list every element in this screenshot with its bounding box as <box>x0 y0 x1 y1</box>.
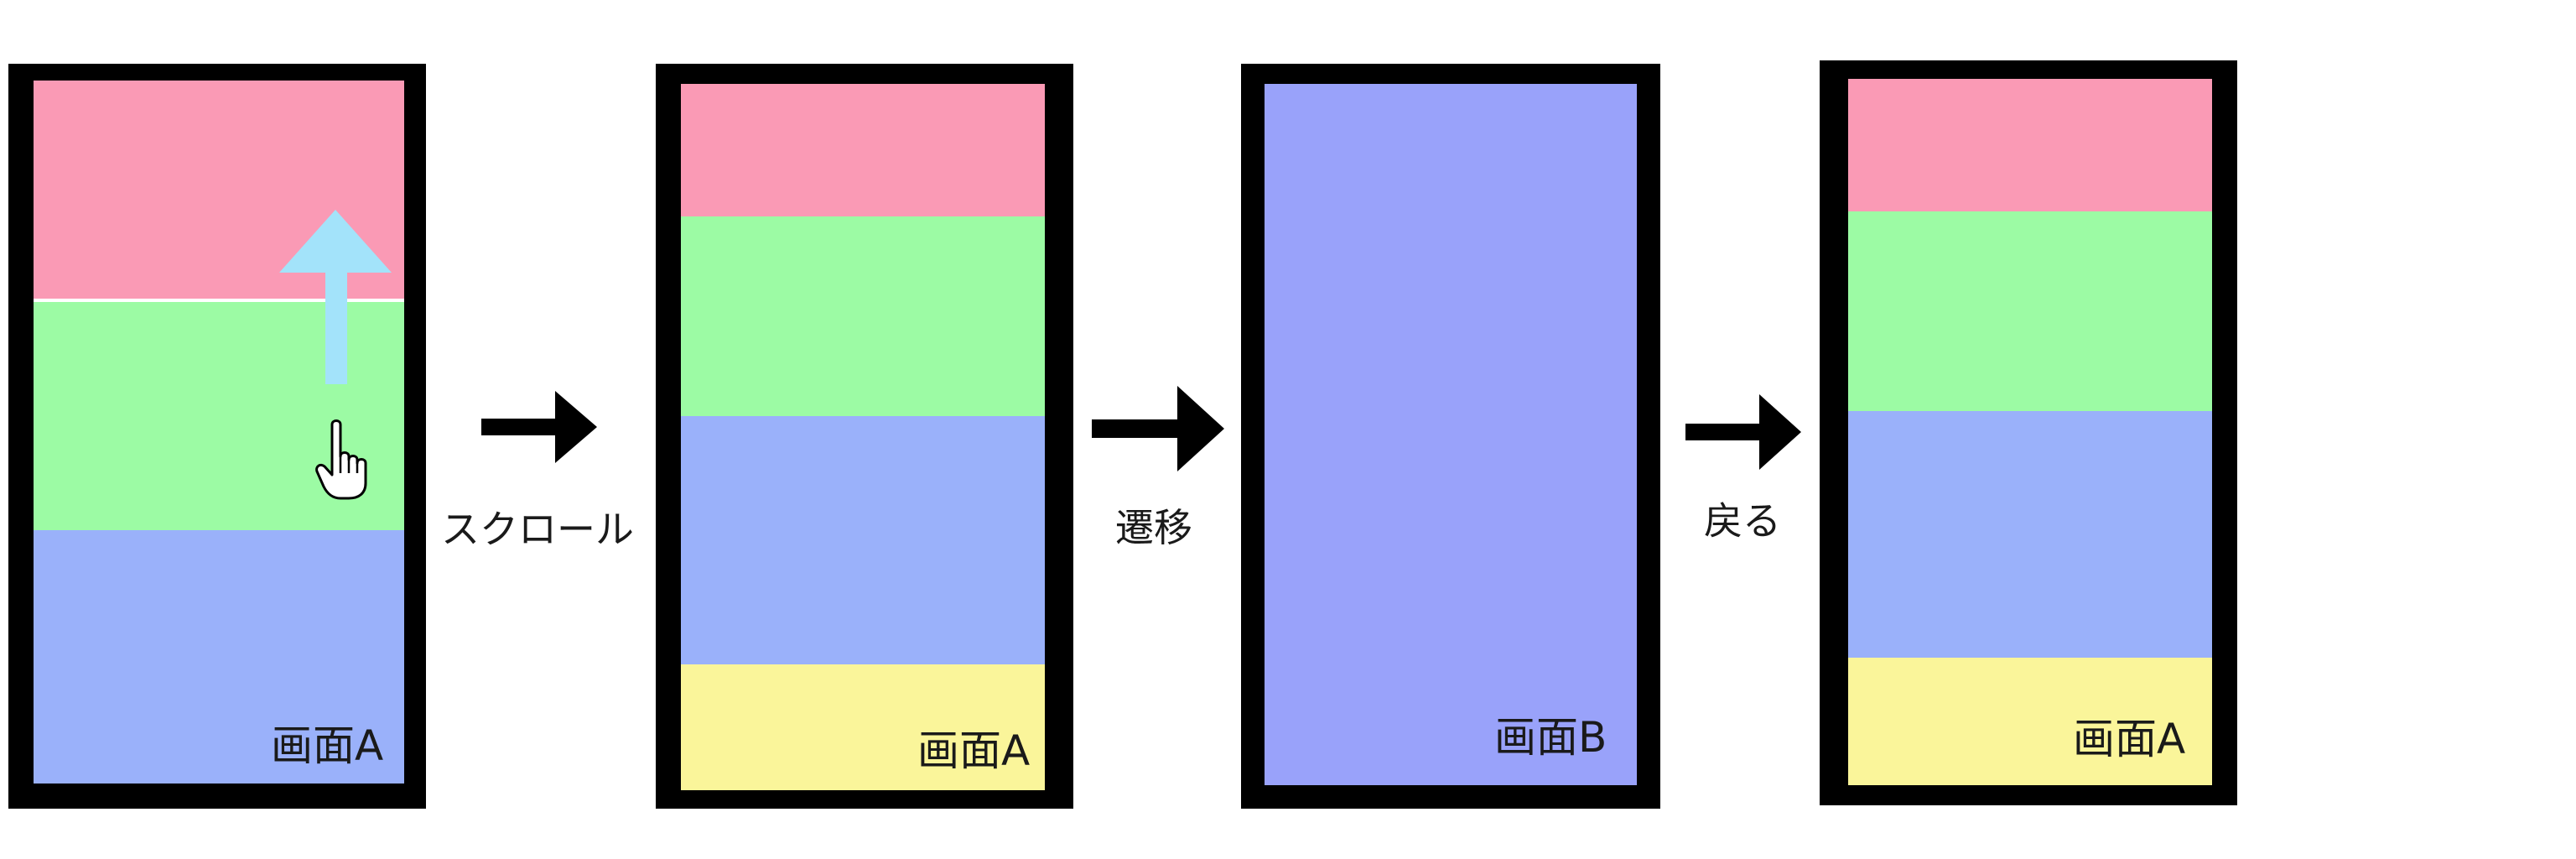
screen-a-initial-frame: 画面A <box>8 64 426 809</box>
transition-label-navigate: 遷移 <box>1115 505 1192 550</box>
transition-label-back: 戻る <box>1704 498 1781 544</box>
transition-label-scroll: スクロール <box>441 507 634 552</box>
swipe-up-arrow-icon <box>279 210 392 384</box>
arrow-right-icon <box>1685 394 1801 470</box>
section-blue <box>681 416 1045 664</box>
pointer-hand-icon <box>315 419 367 500</box>
section-yellow <box>1848 658 2212 785</box>
screen-label: 画面B <box>1494 713 1607 762</box>
screen-label: 画面A <box>2073 715 2186 763</box>
screen-a-scrolled: 画面A <box>681 84 1045 790</box>
screen-a-initial: 画面A <box>34 81 404 784</box>
section-red <box>681 84 1045 216</box>
screen-b-frame: 画面B <box>1241 64 1660 809</box>
arrow-right-icon <box>1092 386 1224 471</box>
arrow-right-icon <box>481 391 597 463</box>
screen-label: 画面A <box>271 721 384 770</box>
screen-b: 画面B <box>1265 84 1637 785</box>
screen-b-fill <box>1265 84 1637 785</box>
screen-a-scrolled-frame: 画面A <box>656 64 1073 809</box>
section-blue <box>1848 411 2212 658</box>
section-yellow <box>681 664 1045 790</box>
section-green <box>681 216 1045 416</box>
screen-label: 画面A <box>917 726 1031 775</box>
screen-a-restored: 画面A <box>1848 79 2212 785</box>
screen-a-restored-frame: 画面A <box>1820 60 2237 805</box>
section-blue <box>34 530 404 784</box>
section-green <box>1848 211 2212 411</box>
section-red <box>1848 79 2212 211</box>
